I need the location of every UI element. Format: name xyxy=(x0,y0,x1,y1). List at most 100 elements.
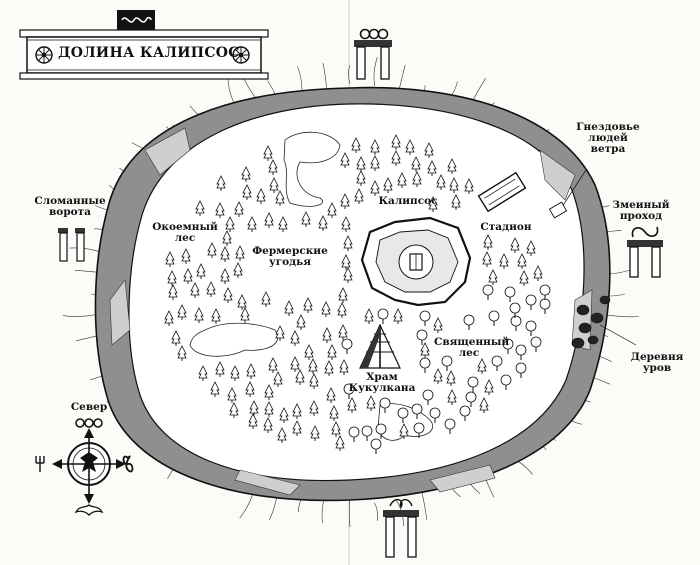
tree-icon xyxy=(433,317,443,333)
tree-icon xyxy=(463,314,475,330)
tree-icon xyxy=(391,150,401,166)
tree-icon xyxy=(483,234,493,250)
tree-icon xyxy=(465,391,477,407)
tree-icon xyxy=(230,365,240,381)
tree-icon xyxy=(309,373,319,389)
tree-icon xyxy=(482,251,492,267)
label-stadium: Стадион xyxy=(480,221,532,233)
tree-icon xyxy=(211,308,221,324)
tree-icon xyxy=(412,171,422,187)
tree-icon xyxy=(447,389,457,405)
tree-icon xyxy=(279,407,289,423)
tree-icon xyxy=(351,137,361,153)
tree-icon xyxy=(329,405,339,421)
compass-icon xyxy=(35,418,134,516)
tree-icon xyxy=(451,194,461,210)
tree-icon xyxy=(261,291,271,307)
tree-icon xyxy=(446,370,456,386)
tree-icon xyxy=(533,265,543,281)
tree-icon xyxy=(441,355,453,371)
tree-icon xyxy=(222,230,232,246)
sun-wheel-icon xyxy=(232,46,250,64)
tree-icon xyxy=(196,263,206,279)
tree-icon xyxy=(229,402,239,418)
label-nests: Гнездовье людей ветра xyxy=(576,121,640,155)
tree-icon xyxy=(424,142,434,158)
tree-icon xyxy=(519,270,529,286)
village-leader xyxy=(599,324,637,346)
ridge-line xyxy=(348,65,351,84)
tree-icon xyxy=(338,287,348,303)
tree-icon xyxy=(322,327,332,343)
label-sacred-forest: Священный лес xyxy=(434,336,510,359)
tree-icon xyxy=(416,329,428,345)
tree-icon xyxy=(246,363,256,379)
tree-icon xyxy=(207,242,217,258)
tree-icon xyxy=(354,188,364,204)
tree-icon xyxy=(240,307,250,323)
tree-icon xyxy=(264,384,274,400)
tree-icon xyxy=(444,418,456,434)
city-icon xyxy=(360,216,472,307)
tree-icon xyxy=(234,201,244,217)
label-forest-eye: Окоемный лес xyxy=(152,221,218,244)
tree-icon xyxy=(335,435,345,451)
tree-icon xyxy=(206,281,216,297)
tree-icon xyxy=(429,407,441,423)
label-snake-pass: Змеиный проход xyxy=(612,199,670,222)
tree-icon xyxy=(326,387,336,403)
tree-icon xyxy=(467,376,479,392)
tree-icon xyxy=(500,374,512,390)
tree-icon xyxy=(249,400,259,416)
tree-icon xyxy=(397,172,407,188)
title-banner xyxy=(19,10,269,80)
tree-icon xyxy=(419,310,431,326)
tree-icon xyxy=(275,325,285,341)
label-farmland: Фермерские угодья xyxy=(252,245,328,268)
tree-icon xyxy=(210,381,220,397)
tree-icon xyxy=(237,294,247,310)
tree-icon xyxy=(340,193,350,209)
tree-icon xyxy=(171,330,181,346)
tree-icon xyxy=(499,253,509,269)
tree-icon xyxy=(361,425,373,441)
tree-icon xyxy=(393,308,403,324)
tree-icon xyxy=(510,315,522,331)
tree-icon xyxy=(292,420,302,436)
tree-icon xyxy=(292,403,302,419)
tree-icon xyxy=(525,294,537,310)
tree-icon xyxy=(427,160,437,176)
ridge-line xyxy=(322,63,328,91)
nests-leader xyxy=(559,169,587,211)
pyramid-icon xyxy=(359,323,401,369)
tree-icon xyxy=(278,216,288,232)
tree-icon xyxy=(509,302,521,318)
ridge-line xyxy=(349,496,351,528)
tree-icon xyxy=(263,417,273,433)
tree-icon xyxy=(477,358,487,374)
tree-icon xyxy=(370,180,380,196)
tree-icon xyxy=(183,268,193,284)
tree-icon xyxy=(296,314,306,330)
tree-icon xyxy=(366,395,376,411)
tree-icon xyxy=(177,304,187,320)
tree-icon xyxy=(167,270,177,286)
tree-icon xyxy=(343,267,353,283)
tree-icon xyxy=(338,324,348,340)
tree-icon xyxy=(447,158,457,174)
tree-icon xyxy=(341,338,353,354)
tree-icon xyxy=(198,365,208,381)
tree-icon xyxy=(459,405,471,421)
tree-icon xyxy=(304,344,314,360)
village-huts xyxy=(571,295,611,349)
tree-icon xyxy=(215,202,225,218)
tree-icon xyxy=(411,156,421,172)
tree-icon xyxy=(164,310,174,326)
lakes xyxy=(189,131,433,441)
tree-icon xyxy=(391,134,401,150)
tree-icon xyxy=(277,427,287,443)
tree-icon xyxy=(419,357,431,373)
tree-icon xyxy=(303,297,313,313)
gate-top xyxy=(354,28,392,80)
